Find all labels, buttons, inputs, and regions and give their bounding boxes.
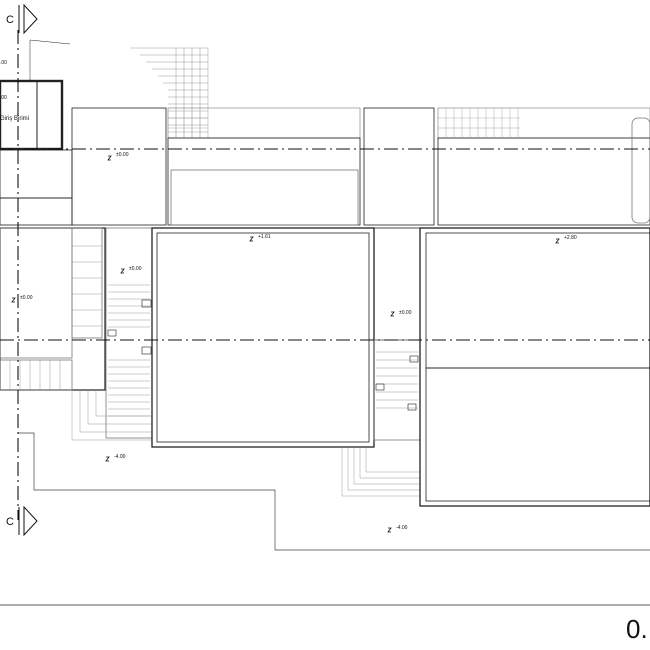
level-markers: .00 .00 ±0.00 ±0.00 +1.61 +2.80 ±0.00 ±0… [0,60,577,533]
site-boundary [18,432,650,551]
right-hall [419,227,650,507]
section-marker-bottom: C [6,505,38,537]
room-left-top [71,107,167,226]
room-label-entry: Giriş Birimi [0,116,29,122]
level-yard-bottom: -4.00 [396,525,408,531]
section-marker-label: C [6,516,14,528]
entry-unit-wall [0,79,64,151]
level-terrace-left: ±0.00 [20,295,33,301]
level-yard-left: -4.00 [114,454,126,460]
main-hall [151,227,375,448]
level-ramp-left: ±0.00 [129,266,142,272]
level-main-hall: +1.61 [258,234,271,240]
level-entry-a: .00 [0,60,7,66]
section-marker-top: C [6,3,38,35]
terrace-left [0,227,106,391]
level-right-hall: +2.80 [564,235,577,241]
upper-stair-grid [130,47,209,139]
sheet-number: 0. [626,614,648,644]
level-upper-left: ±0.00 [116,152,129,158]
level-entry-b: .00 [0,95,7,101]
section-marker-label: C [6,14,14,26]
level-ramp-mid: ±0.00 [399,310,412,316]
